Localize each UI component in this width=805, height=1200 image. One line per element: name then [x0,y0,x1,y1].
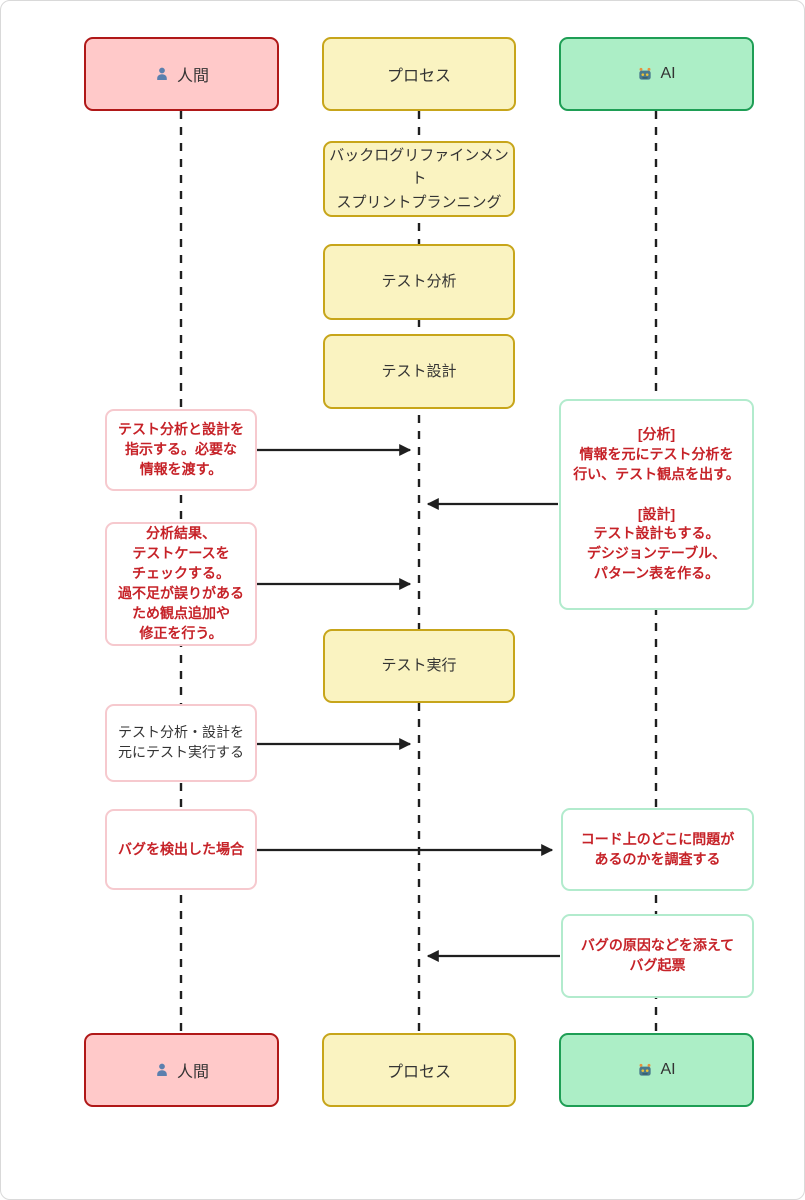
actor-header-human-bottom: 人間 [84,1033,279,1107]
ai-note-file-bug: バグの原因などを添えて バグ起票 [561,914,754,998]
robot-icon [637,66,653,82]
actor-header-ai-bottom: AI [559,1033,754,1107]
human-note-review: 分析結果、 テストケースを チェックする。 過不足が誤りがある ため観点追加や … [105,522,257,646]
ai-note-investigate: コード上のどこに問題が あるのかを調査する [561,808,754,891]
person-icon [154,1062,170,1078]
actor-header-human-top: 人間 [84,37,279,111]
actor-label: AI [660,65,676,82]
process-step-test-analysis: テスト分析 [323,244,515,320]
process-step-test-execution: テスト実行 [323,629,515,703]
person-icon [154,66,170,82]
actor-header-process-top: プロセス [322,37,516,111]
human-note-execute: テスト分析・設計を 元にテスト実行する [105,704,257,782]
actor-header-process-bottom: プロセス [322,1033,516,1107]
actor-header-ai-top: AI [559,37,754,111]
human-note-instruct: テスト分析と設計を 指示する。必要な 情報を渡す。 [105,409,257,491]
ai-note-analyze-design: [分析] 情報を元にテスト分析を 行い、テスト観点を出す。 [設計] テスト設計… [559,399,754,610]
robot-icon [637,1062,653,1078]
actor-label: プロセス [386,68,451,85]
actor-label: 人間 [176,68,209,85]
actor-label: 人間 [176,1064,209,1081]
actor-label: AI [660,1061,676,1078]
process-step-refinement: バックログリファインメント スプリントプランニング [323,141,515,217]
actor-label: プロセス [386,1064,451,1081]
human-note-bug-found: バグを検出した場合 [105,809,257,890]
process-step-test-design: テスト設計 [323,334,515,409]
